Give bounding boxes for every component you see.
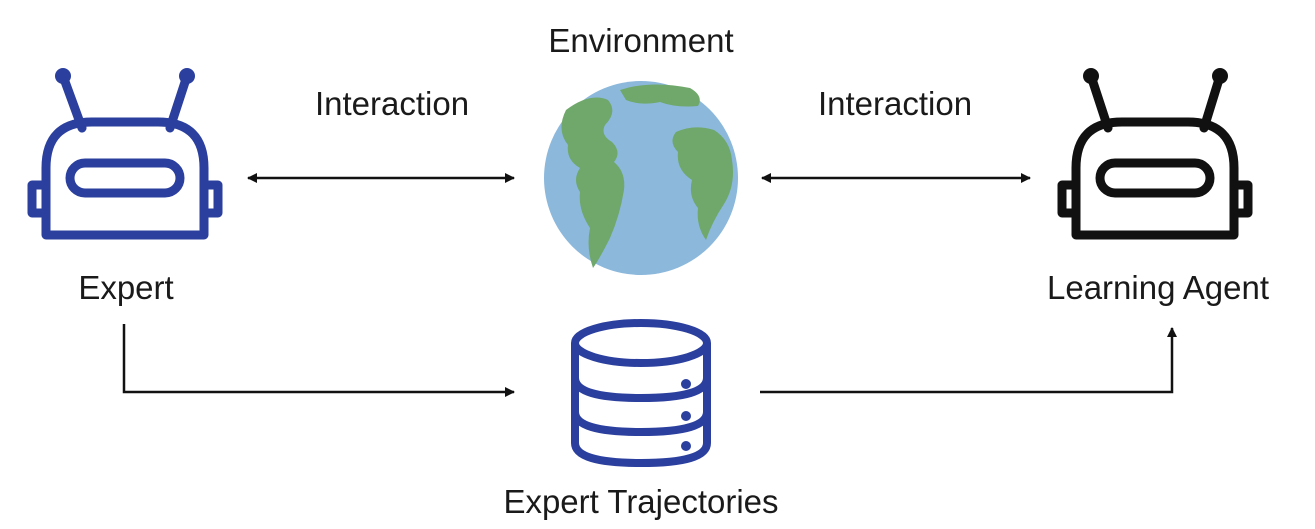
expert-robot-icon — [27, 68, 223, 240]
database-icon — [571, 319, 711, 468]
expert-to-trajectories-arrow — [122, 324, 515, 397]
expert-label: Expert — [78, 269, 173, 306]
environment-label: Environment — [548, 22, 733, 59]
learning-agent-label: Learning Agent — [1047, 269, 1269, 306]
globe-icon — [544, 81, 738, 275]
learning-agent-robot-icon — [1057, 68, 1253, 240]
trajectories-to-agent-arrow — [760, 327, 1177, 394]
interaction-right-label: Interaction — [818, 85, 972, 122]
interaction-left-label: Interaction — [315, 85, 469, 122]
expert-trajectories-label: Expert Trajectories — [503, 483, 778, 520]
